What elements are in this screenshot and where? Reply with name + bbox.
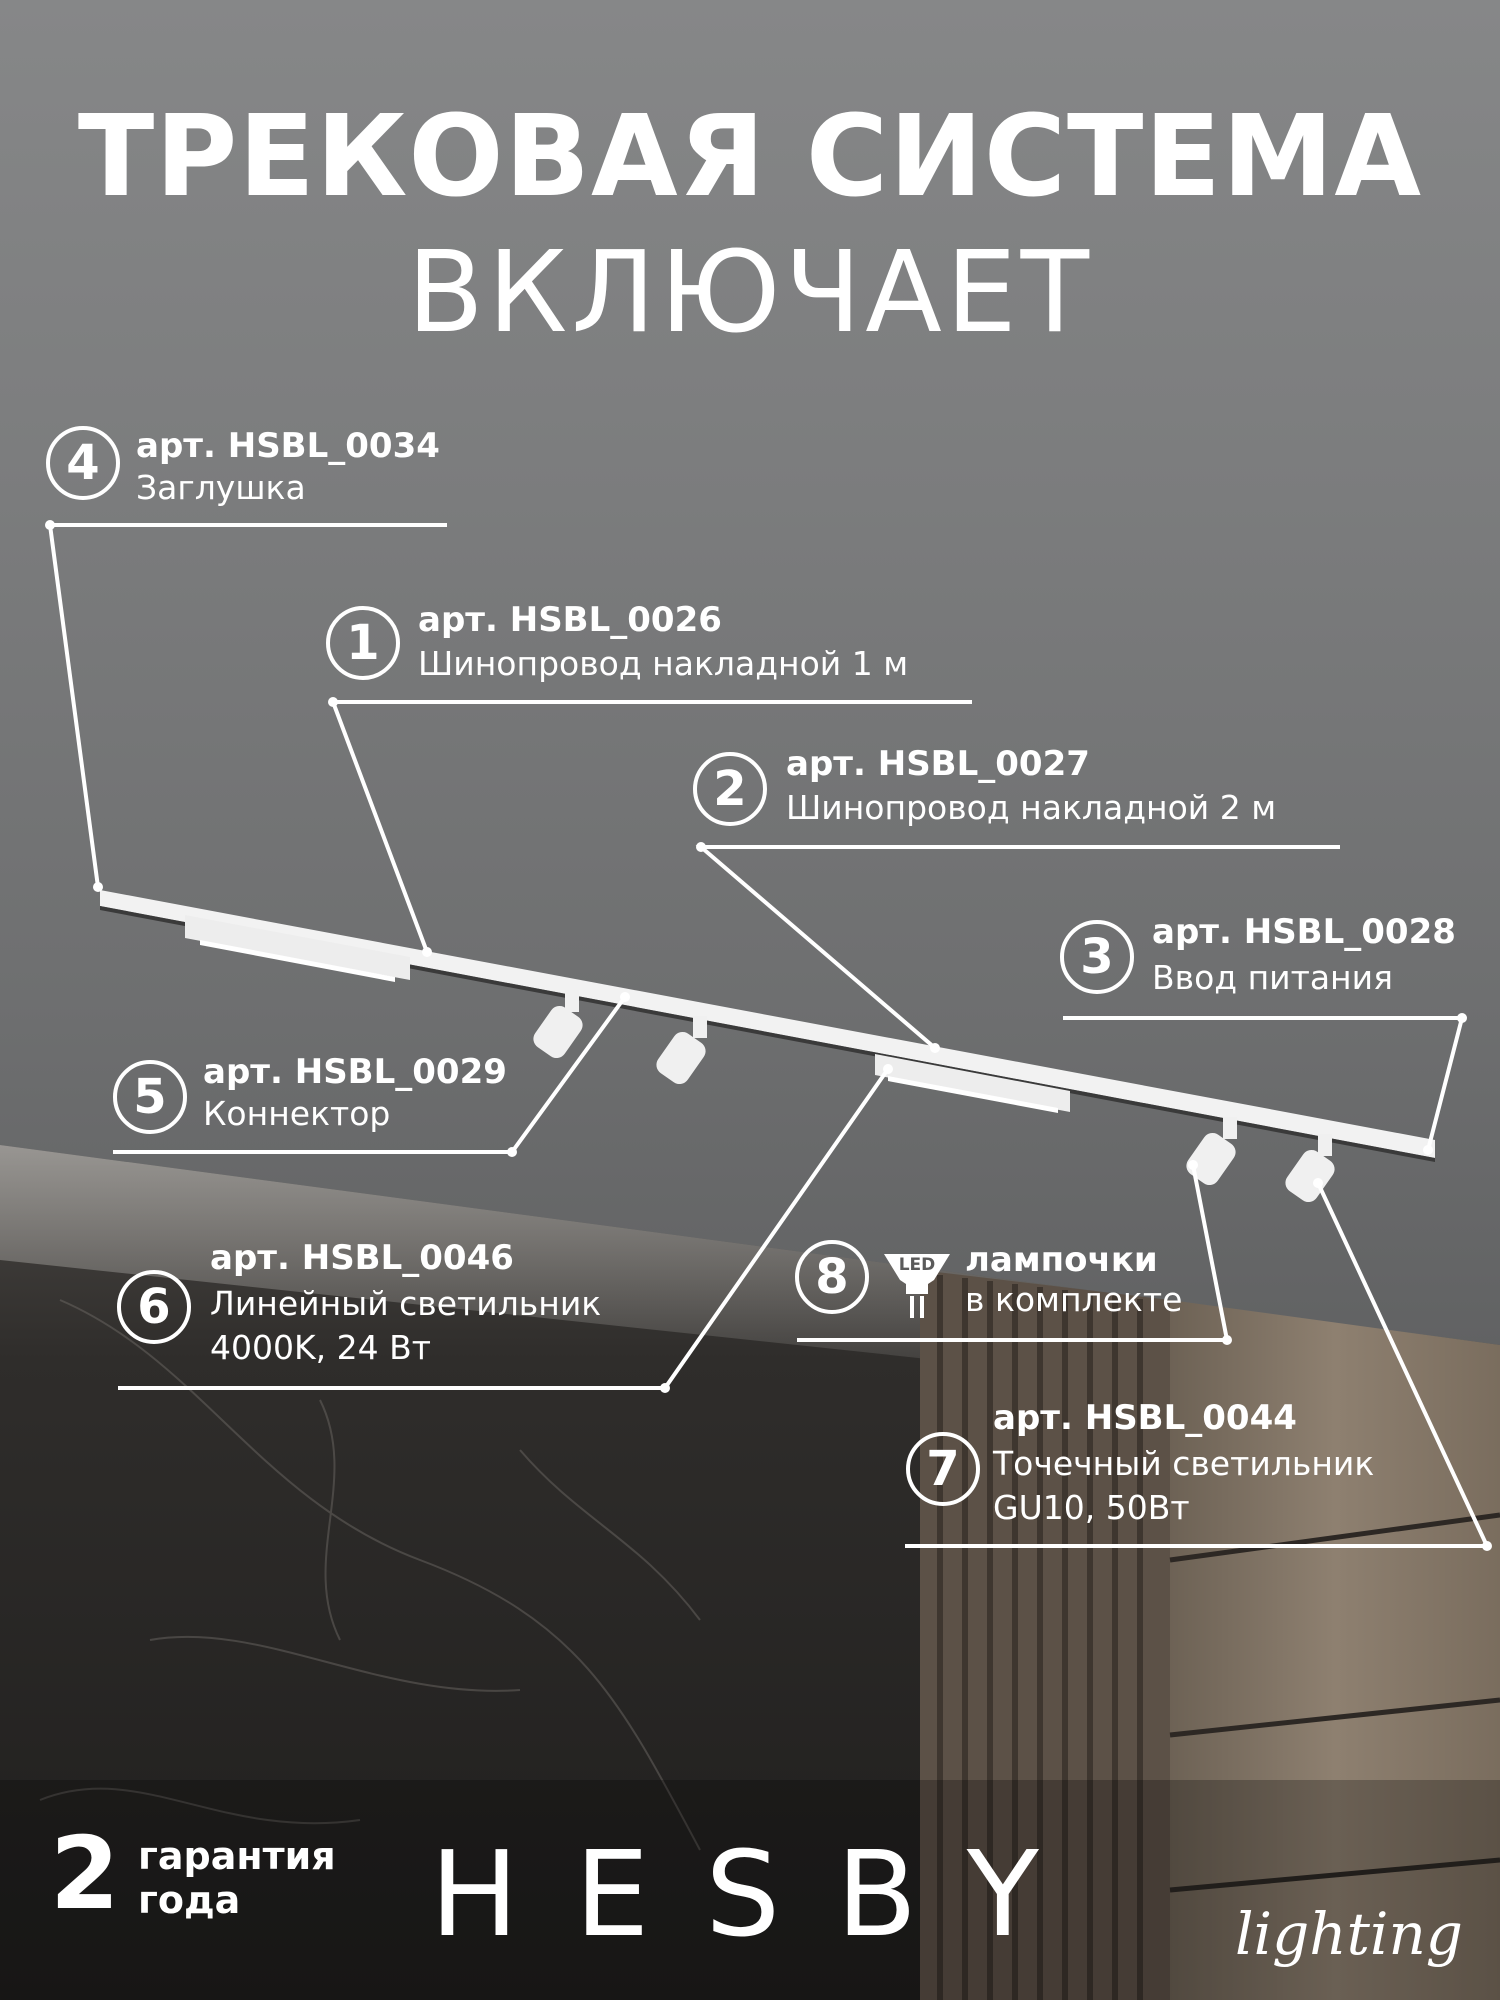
item-6-description-2: 4000K, 24 Вт — [210, 1328, 431, 1367]
item-6-article: арт. HSBL_0046 — [210, 1238, 514, 1278]
brand-name: HESBY — [430, 1825, 1095, 1963]
item-3-article: арт. HSBL_0028 — [1152, 912, 1456, 952]
item-2-article: арт. HSBL_0027 — [786, 744, 1090, 784]
item-7-description-2: GU10, 50Вт — [993, 1488, 1190, 1527]
title-line-2: ВКЛЮЧАЕТ — [406, 228, 1094, 358]
item-1-article: арт. HSBL_0026 — [418, 600, 722, 640]
item-5-description: Коннектор — [203, 1094, 391, 1133]
warranty-number: 2 — [50, 1815, 120, 1932]
track-rail — [100, 890, 1435, 1162]
linear-light-2 — [875, 1054, 1070, 1113]
item-4-description: Заглушка — [136, 468, 306, 507]
bottom-shade — [0, 1780, 1500, 2000]
slat-panel — [920, 1270, 1170, 2000]
number-badge-7: 7 — [906, 1432, 980, 1506]
wood-grooves — [1169, 1512, 1500, 1893]
spotlight-2 — [656, 1016, 707, 1085]
item-5-article: арт. HSBL_0029 — [203, 1052, 507, 1092]
spotlights — [533, 990, 1335, 1203]
item-8-text: лампочки — [965, 1240, 1158, 1280]
callout-dots — [45, 520, 1492, 1551]
title-line-1: ТРЕКОВАЯ СИСТЕМА — [77, 92, 1423, 222]
wood-wall — [1170, 1300, 1500, 2000]
item-6-description: Линейный светильник — [210, 1284, 602, 1323]
number-badge-8: 8 — [795, 1240, 869, 1314]
spotlight-4 — [1285, 1134, 1335, 1203]
warranty-line-2: года — [138, 1878, 241, 1922]
brand-subtitle: lighting — [1235, 1900, 1463, 1968]
led-bulb-icon: LED — [880, 1250, 954, 1324]
item-3-description: Ввод питания — [1152, 958, 1393, 997]
warranty-line-1: гарантия — [138, 1834, 336, 1878]
number-badge-2: 2 — [693, 752, 767, 826]
item-2-description: Шинопровод накладной 2 м — [786, 788, 1277, 827]
item-8-text-2: в комплекте — [965, 1280, 1183, 1319]
number-badge-4: 4 — [46, 426, 120, 500]
wood-slats — [937, 1275, 1143, 2000]
item-1-description: Шинопровод накладной 1 м — [418, 644, 909, 683]
item-4-article: арт. HSBL_0034 — [136, 426, 440, 466]
led-badge-label: LED — [898, 1255, 936, 1275]
spotlight-1 — [533, 990, 583, 1059]
item-7-description: Точечный светильник — [993, 1444, 1375, 1483]
number-badge-6: 6 — [117, 1270, 191, 1344]
marble-veins — [39, 1299, 701, 1851]
number-badge-5: 5 — [113, 1060, 187, 1134]
spotlight-3 — [1186, 1117, 1237, 1186]
number-badge-3: 3 — [1060, 920, 1134, 994]
number-badge-1: 1 — [326, 606, 400, 680]
item-7-article: арт. HSBL_0044 — [993, 1398, 1297, 1438]
linear-light-1 — [185, 915, 410, 982]
